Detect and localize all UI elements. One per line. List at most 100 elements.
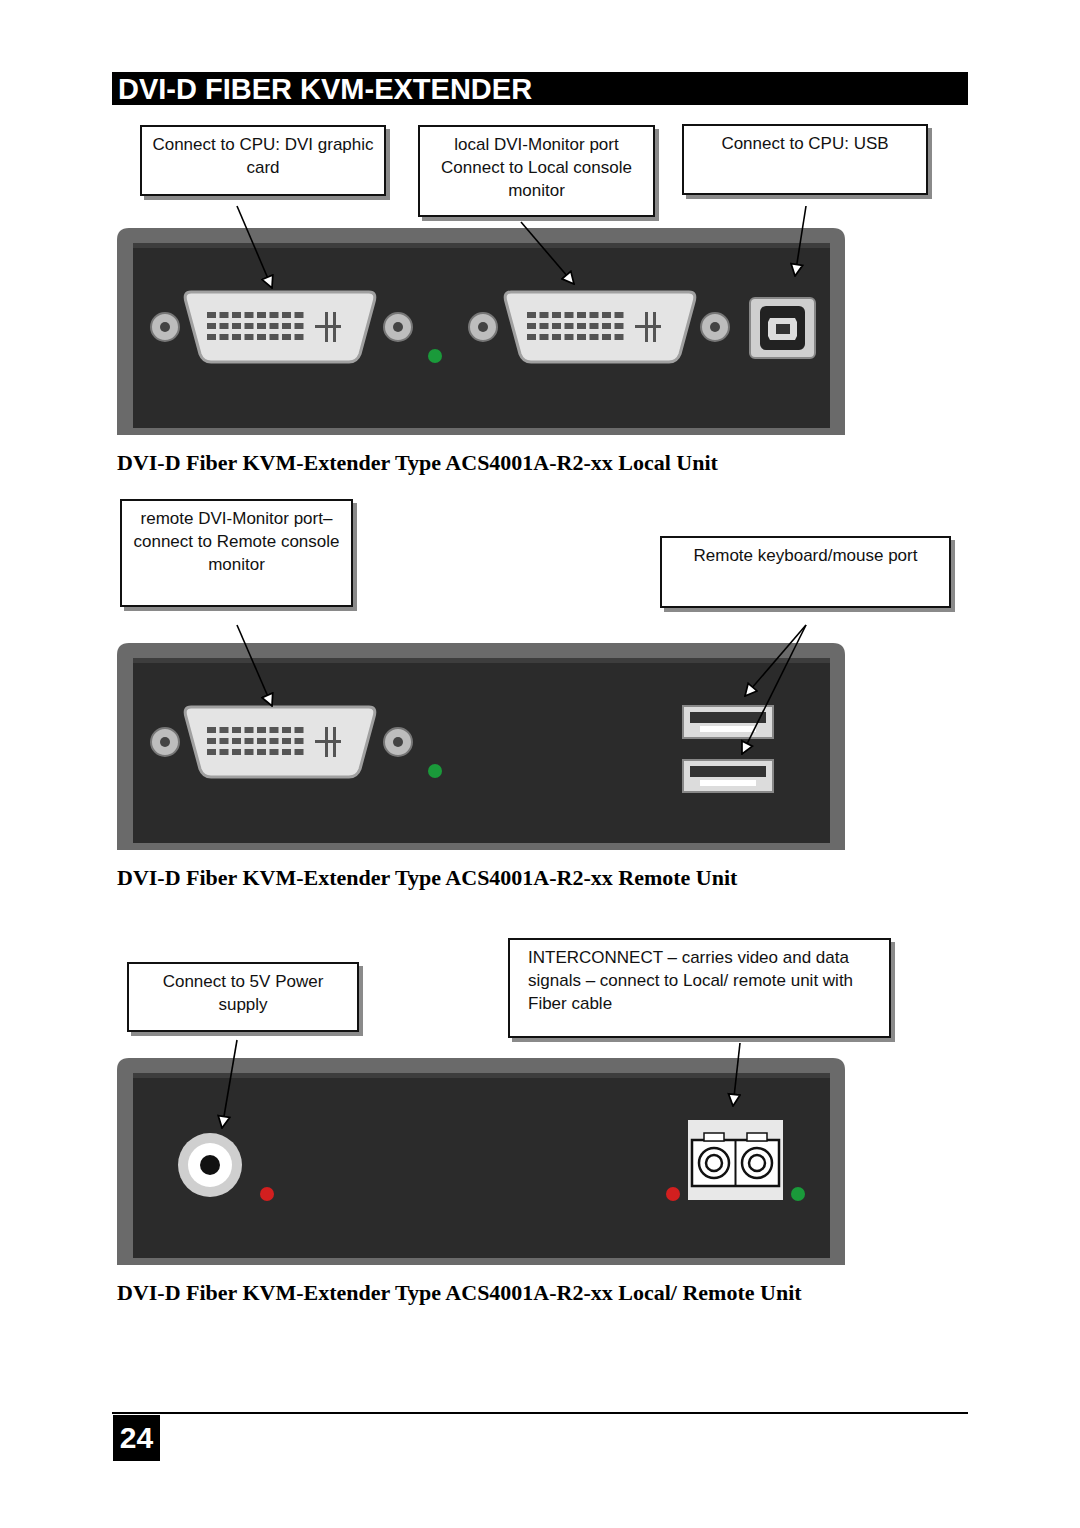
panel-part xyxy=(232,738,241,744)
panel-part xyxy=(333,312,336,342)
panel-part xyxy=(333,727,336,757)
status-led xyxy=(428,349,442,363)
unit-caption: DVI-D Fiber KVM-Extender Type ACS4001A-R… xyxy=(117,450,718,476)
panel-part xyxy=(615,323,624,329)
panel-part xyxy=(270,738,279,744)
panel-part xyxy=(133,658,830,663)
panel-part xyxy=(160,322,170,332)
panel-part xyxy=(776,324,790,334)
panel-part xyxy=(207,312,216,318)
panel-part xyxy=(188,1143,232,1187)
callout-box: Remote keyboard/mouse port xyxy=(660,536,951,608)
callout-text: Remote keyboard/mouse port xyxy=(670,544,941,567)
panel-part xyxy=(282,738,291,744)
panel-part xyxy=(590,312,599,318)
panel-part xyxy=(527,334,536,340)
panel-part xyxy=(207,334,216,340)
panel-part xyxy=(282,334,291,340)
callout-text: INTERCONNECT – carries video and data si… xyxy=(528,946,881,1015)
panel-part xyxy=(245,334,254,340)
panel-part xyxy=(245,727,254,733)
unit-caption: DVI-D Fiber KVM-Extender Type ACS4001A-R… xyxy=(117,865,737,891)
callout-text: Connect to CPU: DVI graphic card xyxy=(150,133,376,179)
unit-caption: DVI-D Fiber KVM-Extender Type ACS4001A-R… xyxy=(117,1280,802,1306)
panel-part xyxy=(295,312,304,318)
unit-face xyxy=(133,243,830,428)
panel-part xyxy=(270,727,279,733)
panel-part xyxy=(478,322,488,332)
panel-part xyxy=(200,1155,220,1175)
panel-part xyxy=(295,323,304,329)
panel-part xyxy=(282,312,291,318)
usb-a-port xyxy=(683,706,773,738)
panel-part xyxy=(615,334,624,340)
unit-housing xyxy=(117,643,845,850)
panel-part xyxy=(270,334,279,340)
unit-face xyxy=(133,1073,830,1258)
panel-part xyxy=(700,780,756,786)
page-number: 24 xyxy=(113,1415,160,1461)
fiber-connector xyxy=(688,1120,783,1200)
page-heading: DVI-D FIBER KVM-EXTENDER xyxy=(112,72,968,105)
usb-b-port xyxy=(750,298,815,358)
panel-part xyxy=(552,312,561,318)
callout-box: local DVI-Monitor port Connect to Local … xyxy=(418,125,655,217)
panel-part xyxy=(232,727,241,733)
callout-text: remote DVI-Monitor port– connect to Remo… xyxy=(130,507,343,576)
callout-box: Connect to 5V Power supply xyxy=(127,962,359,1032)
screw-post xyxy=(384,728,412,756)
panel-part xyxy=(700,726,756,732)
panel-part xyxy=(220,749,229,755)
panel-part xyxy=(645,312,648,342)
panel-part xyxy=(245,749,254,755)
panel-part xyxy=(735,1140,737,1186)
status-led xyxy=(260,1187,274,1201)
panel-part xyxy=(590,334,599,340)
panel-part xyxy=(540,323,549,329)
panel-part xyxy=(207,727,216,733)
panel-part xyxy=(133,243,830,248)
panel-part xyxy=(552,323,561,329)
panel-part xyxy=(393,737,403,747)
panel-part xyxy=(690,712,766,723)
panel-part xyxy=(690,766,766,777)
panel-part xyxy=(747,1133,767,1141)
callout-box: Connect to CPU: DVI graphic card xyxy=(140,125,386,196)
panel-part xyxy=(133,1073,830,1078)
panel-part xyxy=(602,323,611,329)
panel-part xyxy=(270,323,279,329)
dvi-connector xyxy=(185,292,375,362)
panel-part xyxy=(220,312,229,318)
panel-part xyxy=(577,334,586,340)
panel-part xyxy=(232,334,241,340)
screw-post xyxy=(701,313,729,341)
panel-part xyxy=(692,1140,779,1186)
panel-part xyxy=(602,312,611,318)
panel-part xyxy=(257,738,266,744)
screw-post xyxy=(151,313,179,341)
panel-part xyxy=(245,738,254,744)
panel-part xyxy=(552,334,561,340)
panel-part xyxy=(207,749,216,755)
panel-part xyxy=(207,738,216,744)
panel-part xyxy=(615,312,624,318)
dvi-connector xyxy=(505,292,695,362)
panel-part xyxy=(706,1155,722,1171)
panel-part xyxy=(710,322,720,332)
footer-rule xyxy=(112,1412,968,1414)
status-led xyxy=(666,1187,680,1201)
panel-part xyxy=(768,318,797,340)
callout-text: Connect to CPU: USB xyxy=(692,132,918,155)
callout-text: Connect to 5V Power supply xyxy=(137,970,349,1016)
panel-part xyxy=(590,323,599,329)
screw-post xyxy=(151,728,179,756)
unit-housing xyxy=(117,228,845,435)
panel-part xyxy=(295,727,304,733)
panel-part xyxy=(749,1155,765,1171)
panel-part xyxy=(220,738,229,744)
callout-box: remote DVI-Monitor port– connect to Remo… xyxy=(120,499,353,607)
panel-part xyxy=(257,312,266,318)
screw-post xyxy=(384,313,412,341)
panel-part xyxy=(540,312,549,318)
panel-part xyxy=(565,312,574,318)
